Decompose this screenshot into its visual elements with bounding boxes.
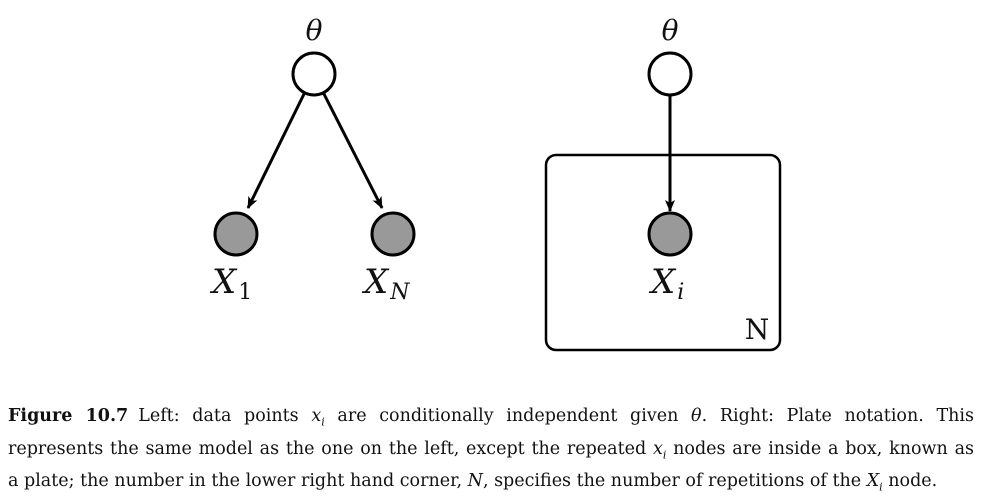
left-edge-theta-x1 — [246, 93, 306, 209]
right-graph: θ Xi N — [544, 14, 782, 352]
left-xn-label: XN — [361, 262, 410, 305]
plate-count-label: N — [745, 313, 770, 346]
caption-line-3: a plate; the number in the lower right h… — [8, 471, 938, 494]
left-theta-label: θ — [306, 14, 323, 47]
left-x1-node — [213, 211, 259, 257]
left-x1-label: X1 — [209, 262, 252, 305]
left-edge-theta-xn — [322, 93, 384, 209]
left-theta-node — [291, 51, 337, 97]
caption-line-2: represents the same model as the one on … — [8, 438, 974, 462]
graphical-model-figure: θ X1 XN θ Xi N — [209, 14, 782, 352]
left-graph: θ X1 XN — [209, 14, 416, 305]
plate-box — [544, 153, 782, 352]
right-theta-label: θ — [662, 14, 679, 47]
left-xn-node — [370, 211, 416, 257]
right-theta-node — [647, 51, 693, 97]
right-xi-node — [647, 211, 693, 257]
figure-number: Figure 10.7 — [8, 406, 129, 426]
right-xi-label: Xi — [648, 262, 684, 305]
